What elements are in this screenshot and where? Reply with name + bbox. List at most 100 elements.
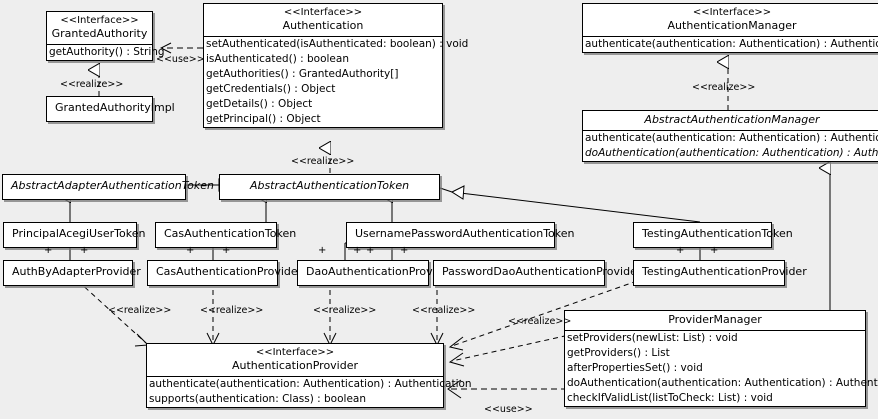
class-box-username-password-authentication-token[interactable]: UsernamePasswordAuthenticationToken — [346, 222, 575, 248]
multiplicity-marker: + — [44, 245, 53, 256]
class-box-testing-authentication-provider[interactable]: TestingAuthenticationProvider — [633, 260, 807, 286]
multiplicity-marker: + — [710, 245, 719, 256]
class-name-label: CasAuthenticationToken — [164, 227, 297, 240]
class-header-abstract-adapter-authentication-token: AbstractAdapterAuthenticationToken — [3, 175, 214, 199]
operation-row: afterPropertiesSet() : void — [567, 362, 703, 374]
operation-row: getDetails() : Object — [206, 98, 313, 110]
class-box-cas-authentication-provider[interactable]: CasAuthenticationProvider — [147, 260, 303, 286]
class-name-label: GrantedAuthority — [51, 27, 148, 40]
operations-compartment: authenticate(authentication: Authenticat… — [147, 377, 472, 407]
class-header-username-password-authentication-token: UsernamePasswordAuthenticationToken — [347, 223, 575, 247]
class-header-authentication-provider: <<Interface>> AuthenticationProvider — [147, 344, 443, 377]
class-header-auth-by-adapter-provider: AuthByAdapterProvider — [4, 261, 141, 285]
class-box-auth-by-adapter-provider[interactable]: AuthByAdapterProvider — [3, 260, 141, 286]
class-box-cas-authentication-token[interactable]: CasAuthenticationToken — [155, 222, 297, 248]
edge-label-realize-granted-impl: <<realize>> — [60, 79, 124, 90]
class-name-label: AuthByAdapterProvider — [12, 265, 141, 278]
class-name-label: PrincipalAcegiUserToken — [12, 227, 146, 240]
edge-label-realize-authbyadapter: <<realize>> — [108, 305, 172, 316]
multiplicity-marker: + — [318, 245, 327, 256]
multiplicity-marker: + — [400, 245, 409, 256]
class-header-abstract-authentication-manager: AbstractAuthenticationManager — [583, 111, 878, 131]
class-box-authentication-manager[interactable]: <<Interface>> AuthenticationManager auth… — [582, 3, 878, 53]
class-name-label: UsernamePasswordAuthenticationToken — [355, 227, 575, 240]
stereotype-label: <<Interface>> — [692, 7, 772, 18]
operation-row: getCredentials() : Object — [206, 83, 336, 95]
class-box-granted-authority-impl[interactable]: GrantedAuthorityImpl — [46, 96, 175, 122]
class-box-provider-manager[interactable]: ProviderManager setProviders(newList: Li… — [564, 310, 878, 407]
edge-label-realize-testing: <<realize>> — [508, 316, 572, 327]
class-name-label: AbstractAdapterAuthenticationToken — [11, 179, 214, 192]
class-name-label: AbstractAuthenticationToken — [249, 179, 410, 192]
class-box-abstract-authentication-manager[interactable]: AbstractAuthenticationManager authentica… — [582, 110, 878, 162]
multiplicity-marker: + — [366, 245, 375, 256]
stereotype-label: <<Interface>> — [283, 7, 363, 18]
operation-row: doAuthentication(authentication: Authent… — [567, 377, 878, 389]
class-box-dao-authentication-provider[interactable]: DaoAuthenticationProvider — [297, 260, 454, 286]
class-header-dao-authentication-provider: DaoAuthenticationProvider — [298, 261, 454, 285]
class-header-granted-authority: <<Interface>> GrantedAuthority — [47, 12, 152, 45]
operation-row: getPrincipal() : Object — [206, 113, 321, 125]
stereotype-label: <<Interface>> — [60, 15, 139, 26]
operation-row: checkIfValidList(listToCheck: List) : vo… — [567, 392, 773, 404]
multiplicity-marker: + — [186, 245, 195, 256]
operation-row: doAuthentication(authentication: Authent… — [585, 147, 878, 159]
class-name-label: GrantedAuthorityImpl — [55, 101, 175, 114]
operation-row: supports(authentication: Class) : boolea… — [149, 393, 366, 405]
edge-label-realize-authmgr-abstract: <<realize>> — [692, 82, 756, 93]
class-name-label: AuthenticationManager — [667, 19, 797, 32]
multiplicity-marker: + — [80, 245, 89, 256]
class-box-abstract-authentication-token[interactable]: AbstractAuthenticationToken — [219, 174, 440, 200]
class-name-label: ProviderManager — [668, 313, 762, 326]
class-header-authentication-manager: <<Interface>> AuthenticationManager — [583, 4, 878, 37]
class-box-granted-authority[interactable]: <<Interface>> GrantedAuthority getAuthor… — [46, 11, 165, 61]
operation-row: setProviders(newList: List) : void — [567, 332, 738, 344]
class-name-label: Authentication — [282, 19, 364, 32]
operations-compartment: setProviders(newList: List) : void getPr… — [565, 331, 878, 406]
class-header-abstract-authentication-token: AbstractAuthenticationToken — [220, 175, 439, 199]
edge-label-realize-token-auth: <<realize>> — [291, 156, 355, 167]
operation-row: isAuthenticated() : boolean — [206, 53, 349, 65]
edge-label-use-providermanager: <<use>> — [484, 404, 533, 415]
class-box-authentication-provider[interactable]: <<Interface>> AuthenticationProvider aut… — [146, 343, 472, 408]
operations-compartment: setAuthenticated(isAuthenticated: boolea… — [204, 37, 469, 127]
edge-label-use-auth-granted: <<use>> — [156, 54, 205, 65]
class-header-testing-authentication-provider: TestingAuthenticationProvider — [634, 261, 807, 285]
class-name-label: DaoAuthenticationProvider — [306, 265, 454, 278]
class-box-password-dao-authentication-provider[interactable]: PasswordDaoAuthenticationProvider — [433, 260, 642, 286]
multiplicity-marker: + — [353, 245, 362, 256]
class-header-authentication: <<Interface>> Authentication — [204, 4, 442, 37]
operations-compartment: authenticate(authentication: Authenticat… — [583, 131, 878, 161]
class-header-cas-authentication-provider: CasAuthenticationProvider — [148, 261, 303, 285]
class-header-password-dao-authentication-provider: PasswordDaoAuthenticationProvider — [434, 261, 642, 285]
operation-row: authenticate(authentication: Authenticat… — [149, 378, 472, 390]
operations-compartment: authenticate(authentication: Authenticat… — [583, 37, 878, 52]
class-header-principal-acegi-user-token: PrincipalAcegiUserToken — [4, 223, 146, 247]
operations-compartment: getAuthority() : String — [47, 45, 165, 60]
class-name-label: AuthenticationProvider — [231, 359, 359, 372]
class-box-authentication[interactable]: <<Interface>> Authentication setAuthenti… — [203, 3, 469, 128]
operation-row: authenticate(authentication: Authenticat… — [585, 132, 878, 144]
class-name-label: CasAuthenticationProvider — [156, 265, 303, 278]
stereotype-label: <<Interface>> — [255, 347, 335, 358]
operation-row: getProviders() : List — [567, 347, 670, 359]
class-name-label: TestingAuthenticationProvider — [642, 265, 807, 278]
class-header-provider-manager: ProviderManager — [565, 311, 865, 331]
operation-row: authenticate(authentication: Authenticat… — [585, 38, 878, 50]
class-name-label: AbstractAuthenticationManager — [644, 113, 820, 126]
class-header-testing-authentication-token: TestingAuthenticationToken — [634, 223, 793, 247]
edge-label-realize-passworddao: <<realize>> — [412, 305, 476, 316]
edge-label-realize-dao: <<realize>> — [313, 305, 377, 316]
class-header-cas-authentication-token: CasAuthenticationToken — [156, 223, 297, 247]
class-box-abstract-adapter-authentication-token[interactable]: AbstractAdapterAuthenticationToken — [2, 174, 214, 200]
multiplicity-marker: + — [222, 245, 231, 256]
class-box-principal-acegi-user-token[interactable]: PrincipalAcegiUserToken — [3, 222, 146, 248]
operation-row: getAuthority() : String — [49, 46, 165, 58]
operation-row: setAuthenticated(isAuthenticated: boolea… — [206, 38, 469, 50]
class-box-testing-authentication-token[interactable]: TestingAuthenticationToken — [633, 222, 793, 248]
class-name-label: PasswordDaoAuthenticationProvider — [442, 265, 642, 278]
multiplicity-marker: + — [676, 245, 685, 256]
edge-label-realize-cas: <<realize>> — [200, 305, 264, 316]
class-header-granted-authority-impl: GrantedAuthorityImpl — [47, 97, 175, 121]
